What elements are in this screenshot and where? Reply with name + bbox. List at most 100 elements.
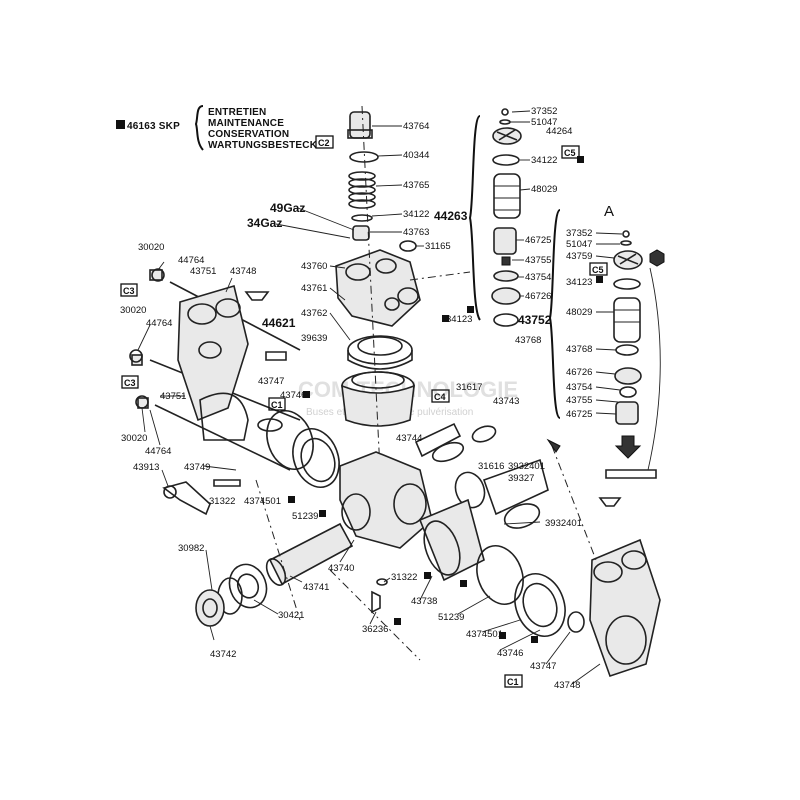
- assembly-line-2: [255, 479, 301, 621]
- leader-lines: [137, 110, 623, 685]
- group-44621: 44621: [262, 316, 296, 330]
- part-51047-right: 51047: [566, 239, 592, 250]
- part-37352-top: 37352: [531, 106, 557, 117]
- part-30982: 30982: [178, 543, 204, 554]
- label-34gaz: 34Gaz: [247, 216, 282, 230]
- part-43746-upper: 43746: [280, 390, 306, 401]
- svg-text:C5: C5: [564, 148, 576, 158]
- box-c1-left: C1: [268, 397, 286, 411]
- part-31165: 31165: [425, 241, 451, 252]
- part-43764: 43764: [403, 121, 429, 132]
- header-line-4: WARTUNGSBESTECK: [208, 140, 318, 151]
- part-46726-top: 46726: [525, 291, 551, 302]
- part-43748-left: 43748: [230, 266, 256, 277]
- kit-44263: [468, 108, 522, 327]
- part-43760: 43760: [301, 261, 327, 272]
- part-4374501-b: 4374501: [466, 629, 503, 640]
- part-30020-a: 30020: [138, 242, 164, 253]
- box-c3-b: C3: [121, 375, 139, 389]
- part-44764-b: 44764: [146, 318, 172, 329]
- box-c2: C2: [315, 135, 334, 149]
- part-4374501-a: 4374501: [244, 496, 281, 507]
- part-43751-a: 43751: [190, 266, 216, 277]
- svg-text:C5: C5: [592, 265, 604, 275]
- detail-a-label: A: [604, 203, 614, 220]
- group-44263: 44263: [434, 209, 468, 223]
- part-46725-top: 46725: [525, 235, 551, 246]
- assembly-line-1: [409, 271, 471, 281]
- central-body-assembly: [162, 422, 585, 637]
- kit-markers: [288, 156, 603, 643]
- part-30421: 30421: [278, 610, 304, 621]
- part-43759: 43759: [566, 251, 592, 262]
- part-34123-right: 34123: [566, 277, 592, 288]
- part-3932401-b: 3932401: [545, 518, 582, 529]
- part-51047-top: 51047: [531, 117, 557, 128]
- part-37352-right: 37352: [566, 228, 592, 239]
- part-43765: 43765: [403, 180, 429, 191]
- part-43755-top: 43755: [525, 255, 551, 266]
- part-43768-right: 43768: [566, 344, 592, 355]
- part-43762: 43762: [301, 308, 327, 319]
- arrow-marker: [546, 438, 561, 453]
- part-40344: 40344: [403, 150, 429, 161]
- part-46726-right: 46726: [566, 367, 592, 378]
- part-43747-lower: 43747: [530, 661, 556, 672]
- part-39639: 39639: [301, 333, 327, 344]
- svg-text:C1: C1: [271, 400, 283, 410]
- svg-text:C4: C4: [434, 392, 446, 402]
- part-30020-b: 30020: [120, 305, 146, 316]
- part-43754-top: 43754: [525, 272, 551, 283]
- assembly-line-3: [551, 445, 597, 561]
- part-51239-b: 51239: [438, 612, 464, 623]
- part-43761: 43761: [301, 283, 327, 294]
- part-46725-right: 46725: [566, 409, 592, 420]
- svg-text:C3: C3: [123, 286, 135, 296]
- part-34122-top: 34122: [531, 155, 557, 166]
- part-43742: 43742: [210, 649, 236, 660]
- box-c5-top: C5: [561, 145, 580, 159]
- header-line-3: CONSERVATION: [208, 129, 289, 140]
- kit-reference: 46163 SKP: [127, 121, 180, 132]
- svg-text:C3: C3: [124, 378, 136, 388]
- part-43913: 43913: [133, 462, 159, 473]
- box-c4: C4: [431, 389, 450, 403]
- header-brace: [194, 105, 204, 151]
- part-43746-lower: 43746: [497, 648, 523, 659]
- part-31616: 31616: [478, 461, 504, 472]
- ref-marker: [116, 120, 125, 129]
- header-line-1: ENTRETIEN: [208, 107, 266, 118]
- box-c3-a: C3: [120, 283, 138, 297]
- part-43744: 43744: [396, 433, 422, 444]
- part-44264: 44264: [546, 126, 572, 137]
- part-43738: 43738: [411, 596, 437, 607]
- part-43741: 43741: [303, 582, 329, 593]
- part-39327: 39327: [508, 473, 534, 484]
- box-c5-right: C5: [589, 262, 608, 276]
- right-head-assembly: [589, 469, 661, 678]
- part-43748-lower: 43748: [554, 680, 580, 691]
- part-36236: 36236: [362, 624, 388, 635]
- box-c1-bottom: C1: [504, 674, 523, 688]
- part-31322-a: 31322: [209, 496, 235, 507]
- part-43747-left: 43747: [258, 376, 284, 387]
- part-43763: 43763: [403, 227, 429, 238]
- part-43743: 43743: [493, 396, 519, 407]
- part-43740: 43740: [328, 563, 354, 574]
- svg-text:C1: C1: [507, 677, 519, 687]
- part-numbers: 43764 40344 43765 34122 43763 31165 4376…: [120, 106, 592, 691]
- part-44764-c: 44764: [145, 446, 171, 457]
- label-49gaz: 49Gaz: [270, 201, 305, 215]
- part-43751-b: 43751: [160, 391, 186, 402]
- part-34122: 34122: [403, 209, 429, 220]
- part-3932401-a: 3932401: [508, 461, 545, 472]
- part-43749: 43749: [184, 462, 210, 473]
- part-48029-top: 48029: [531, 184, 557, 195]
- part-31617: 31617: [456, 382, 482, 393]
- svg-text:C2: C2: [318, 138, 330, 148]
- assembly-line-4: [329, 569, 421, 661]
- valve-stack-top: [335, 105, 421, 471]
- part-31322-b: 31322: [391, 572, 417, 583]
- part-48029-right: 48029: [566, 307, 592, 318]
